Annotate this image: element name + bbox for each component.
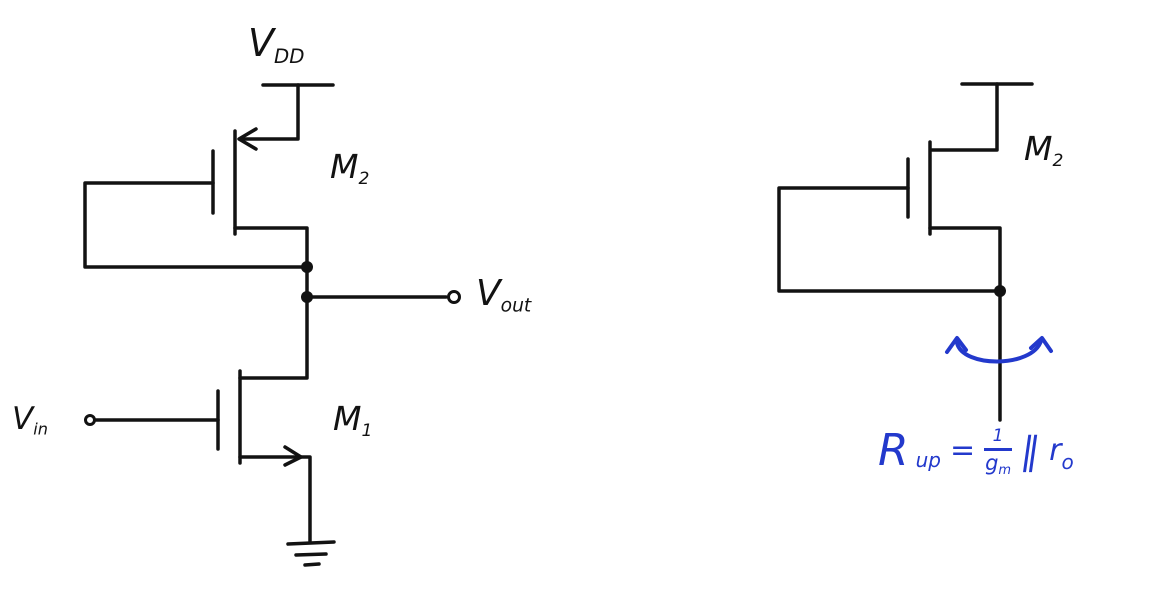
m2-label-left: M2 <box>330 147 369 188</box>
ro-sub: o <box>1061 450 1074 474</box>
vout-terminal-circle <box>447 290 461 304</box>
m2-current-arrow-icon <box>237 127 258 151</box>
vin-terminal-circle <box>84 414 96 426</box>
m1-label: M1 <box>333 399 372 440</box>
m2-source-wire <box>233 226 309 270</box>
ground-symbol-icon <box>286 540 336 567</box>
m1-drain-wire <box>238 295 309 380</box>
vout-label-sub: out <box>500 295 532 317</box>
ro-main: r <box>1049 433 1062 468</box>
vin-label: Vin <box>12 401 48 439</box>
fraction-numerator: 1 <box>992 426 1004 446</box>
right-m2-gate-feedback-wire <box>777 186 1002 293</box>
vout-label-main: V <box>476 273 501 314</box>
m1-label-sub: 1 <box>361 421 373 442</box>
rup-sub: up <box>915 448 941 472</box>
vin-label-sub: in <box>33 419 48 439</box>
ro-label: ro <box>1049 433 1074 473</box>
m2-drain-wire <box>238 83 300 141</box>
right-m2-drain-wire <box>930 82 999 152</box>
fraction-bar <box>984 448 1013 451</box>
vdd-label-sub: DD <box>274 44 305 68</box>
one-over-gm-fraction: 1 gm <box>984 426 1013 478</box>
gm-sub: m <box>998 462 1012 478</box>
m2-label-main: M <box>330 147 359 186</box>
node-dot-upper <box>301 261 313 273</box>
vdd-label: VDD <box>248 21 304 66</box>
rup-r: R <box>878 425 909 476</box>
m2-right-label-main: M <box>1024 129 1053 168</box>
resistance-looking-arrow-icon <box>945 336 1053 364</box>
m2-label-sub: 2 <box>358 169 370 190</box>
fraction-denominator: gm <box>985 451 1012 478</box>
m2-gate-feedback-wire <box>83 181 309 269</box>
m1-label-main: M <box>333 399 362 438</box>
vin-label-main: V <box>12 401 34 437</box>
vdd-label-main: V <box>248 21 274 65</box>
parallel-symbol: ∥ <box>1018 429 1044 473</box>
m2-label-right: M2 <box>1024 129 1063 170</box>
equals-sign: = <box>949 433 976 468</box>
vout-label: Vout <box>476 273 531 316</box>
m1-source-wire <box>238 455 312 543</box>
m2-right-label-sub: 2 <box>1052 151 1064 172</box>
gm-main: g <box>985 451 999 475</box>
m1-current-arrow-icon <box>283 445 303 467</box>
right-m2-source-wire <box>928 226 1002 293</box>
